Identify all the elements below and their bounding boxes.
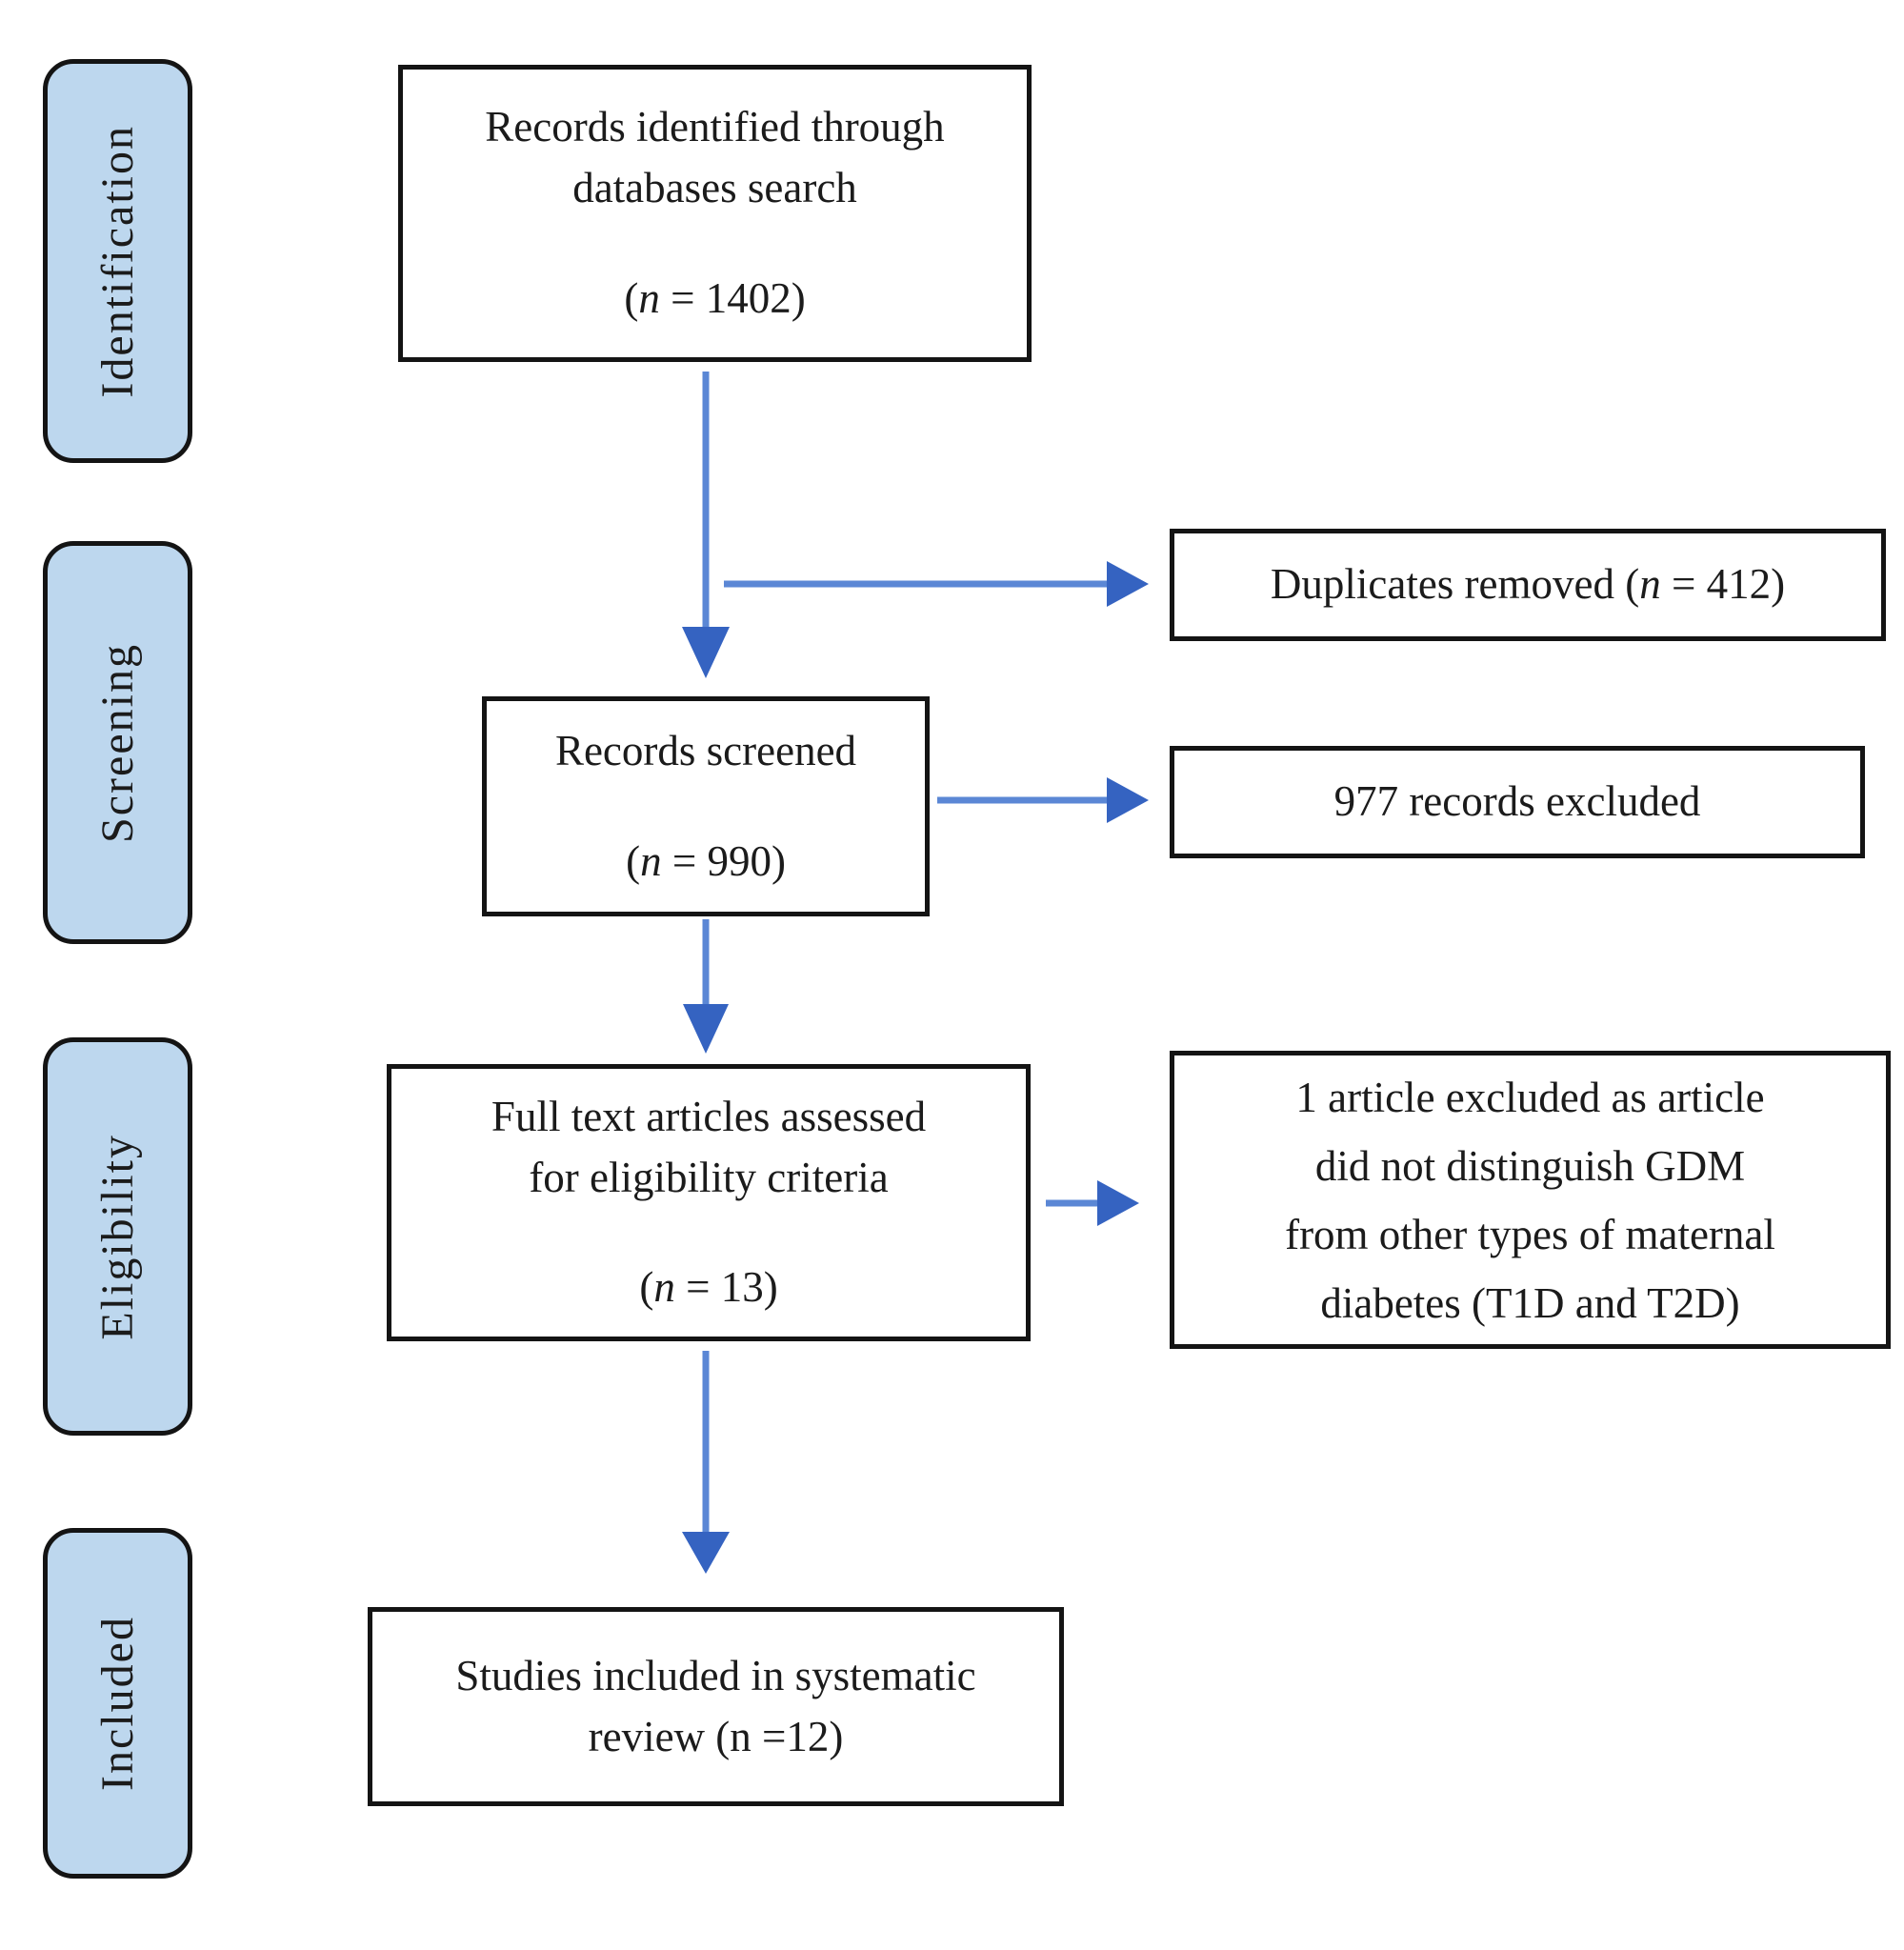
stage-identification: Identification (43, 59, 192, 463)
box-studies-included: Studies included in systematic review (n… (368, 1607, 1064, 1806)
article-excluded-line4: diabetes (T1D and T2D) (1320, 1278, 1740, 1327)
article-excluded-line3: from other types of maternal (1285, 1210, 1775, 1258)
fulltext-line2: for eligibility criteria (529, 1153, 889, 1201)
records-identified-count: (n = 1402) (624, 273, 806, 322)
arrow-fulltext-excluded (1046, 1180, 1139, 1226)
fulltext-count: (n = 13) (639, 1263, 778, 1312)
studies-included-line2: review (n =12) (588, 1712, 844, 1760)
box-records-identified: Records identified through databases sea… (398, 65, 1032, 362)
stage-included-label: Included (92, 1616, 143, 1791)
stage-included: Included (43, 1528, 192, 1879)
arrow-screened-excluded (937, 777, 1149, 823)
article-excluded-line1: 1 article excluded as article (1295, 1073, 1765, 1121)
duplicates-removed-text: Duplicates removed (n = 412) (1270, 560, 1786, 609)
arrow-screened-down (683, 919, 729, 1054)
stage-screening: Screening (43, 541, 192, 944)
stage-eligibility: Eligibility (43, 1037, 192, 1436)
arrow-branch-duplicates (724, 561, 1149, 607)
box-article-excluded: 1 article excluded as article did not di… (1170, 1051, 1891, 1349)
stage-screening-label: Screening (92, 642, 143, 843)
records-screened-line: Records screened (554, 726, 857, 774)
records-identified-line2: databases search (572, 164, 857, 212)
fulltext-line1: Full text articles assessed (491, 1092, 927, 1140)
box-fulltext-assessed: Full text articles assessed for eligibil… (387, 1064, 1031, 1341)
records-screened-count: (n = 990) (626, 836, 786, 885)
stage-identification-label: Identification (92, 124, 143, 398)
box-records-screened: Records screened (n = 990) (482, 696, 930, 916)
records-excluded-text: 977 records excluded (1333, 777, 1701, 826)
article-excluded-line2: did not distinguish GDM (1314, 1141, 1746, 1190)
arrow-identified-down (682, 372, 730, 678)
arrow-fulltext-down (682, 1351, 730, 1574)
records-identified-line1: Records identified through (485, 103, 945, 151)
stage-eligibility-label: Eligibility (92, 1133, 143, 1340)
box-records-excluded: 977 records excluded (1170, 746, 1865, 858)
box-duplicates-removed: Duplicates removed (n = 412) (1170, 529, 1886, 641)
studies-included-line1: Studies included in systematic (455, 1651, 976, 1699)
